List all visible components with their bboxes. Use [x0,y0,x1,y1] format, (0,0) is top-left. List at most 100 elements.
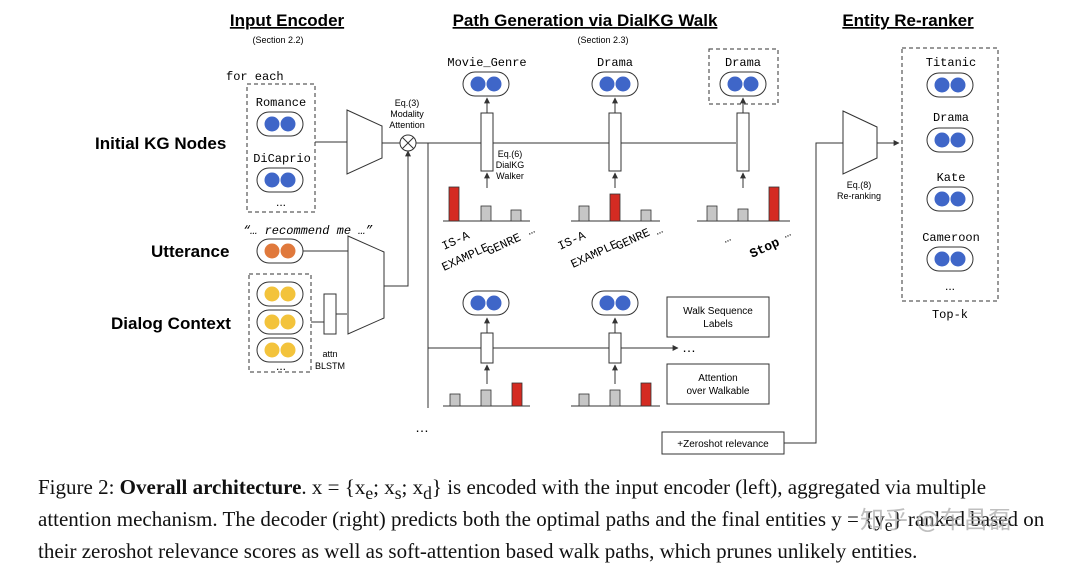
vector-cell [280,172,296,188]
vector-cell [486,295,502,311]
section-title-entity-reranker: Entity Re-ranker [842,11,974,30]
row-label-utterance: Utterance [151,242,229,261]
attention-bar [609,389,621,407]
vector-cell [615,76,631,92]
vector-cell [950,132,966,148]
bar-label: GENRE [485,231,524,259]
section-title-path-generation: Path Generation via DialKG Walk [453,11,718,30]
vector-drama [591,71,639,97]
walker-bar-1 [480,112,494,172]
attention-bar [706,205,718,222]
reranker-l2: Re-ranking [837,191,881,201]
vector-context-1 [256,281,304,307]
lower-flow-dots: … [682,339,696,355]
vector-cell [743,76,759,92]
vector-cell [264,286,280,302]
attention-bar [511,382,523,407]
bar-label: … [525,223,537,239]
vector-cell [934,132,950,148]
multiply-icon [402,137,414,149]
walk-sequence-box [666,296,770,338]
node-label-drama-final: Drama [725,56,761,70]
reranker-eq: Eq.(8) [847,180,872,190]
architecture-diagram: Input Encoder (Section 2.2) Path Generat… [95,11,999,455]
attention-walkable-l1: Attention [698,373,737,384]
caption-sub: e [884,515,893,536]
vector-cell [280,286,296,302]
section-ref-input-encoder: (Section 2.2) [252,35,303,45]
node-label-drama: Drama [597,56,633,70]
figure-caption: Figure 2: Overall architecture. x = {xe;… [38,474,1058,564]
zeroshot-connector [784,142,843,444]
walker-l2: DialKG [496,160,525,170]
vector-cell [934,77,950,93]
vector-drama-final [719,71,767,97]
caption-sub: e [365,483,374,504]
bar-label: … [721,231,733,247]
connector [384,150,411,287]
caption-sub: d [423,483,432,504]
attention-walkable-box [666,363,770,405]
vector-cell [470,76,486,92]
utterance-context-encoder [347,235,385,335]
caption-sub: s [394,483,402,504]
vector-cell [264,172,280,188]
vector-cameroon [926,246,974,272]
vector-entity-drama [926,127,974,153]
vector-movie-genre [462,71,510,97]
bar-label: IS-A [556,228,589,253]
node-label-dicaprio: DiCaprio [253,152,311,166]
context-ellipsis: ... [276,359,286,373]
walker-bar-2 [608,112,622,172]
node-label-romance: Romance [256,96,306,110]
walker-bar-lower-1 [480,332,494,364]
caption-bold: Overall architecture [119,475,302,499]
vector-cell [280,116,296,132]
bar-label: … [653,223,665,239]
entity-ellipsis: ... [945,279,955,293]
attention-bar [609,193,621,222]
vector-lower-2 [591,290,639,316]
vector-cell [470,295,486,311]
vector-cell [264,314,280,330]
attention-bar [640,382,652,407]
left-dots: … [415,419,429,435]
vector-cell [486,76,502,92]
attention-bar [640,209,652,222]
blstm-label: BLSTM [315,361,345,371]
attention-bar [480,389,492,407]
walker-bar-3 [736,112,750,172]
reranker [842,110,878,175]
vector-lower-1 [462,290,510,316]
section-title-input-encoder: Input Encoder [230,11,345,30]
vector-cell [264,342,280,358]
vector-cell [934,251,950,267]
vector-cell [727,76,743,92]
vector-kate [926,186,974,212]
caption-text: } ranked based on their zeroshot relevan… [38,507,1045,564]
caption-text: . x = {x [301,475,366,499]
walker-bar-lower-2 [608,332,622,364]
section-ref-path-generation: (Section 2.3) [577,35,628,45]
vector-utterance [256,238,304,264]
dialog-context-box [248,273,312,373]
entity-label-kate: Kate [937,171,966,185]
top-k-label: Top-k [932,308,968,322]
vector-cell [950,191,966,207]
vector-cell [950,77,966,93]
attention-bar [449,393,461,407]
walker-l3: Walker [496,171,524,181]
attention-bar [578,393,590,407]
attention-bar [578,205,590,222]
vector-dicaprio [256,167,304,193]
caption-text: ; x [373,475,395,499]
final-node-box [708,48,779,105]
caption-prefix: Figure 2: [38,475,120,499]
bar-label: GENRE [614,226,653,254]
row-label-kg-nodes: Initial KG Nodes [95,134,226,153]
utterance-quote: “… recommend me …” [243,224,373,238]
attention-bar [480,205,492,222]
node-label-movie-genre: Movie_Genre [447,56,526,70]
entity-label-cameroon: Cameroon [922,231,980,245]
bar-label-stop: Stop [747,235,782,262]
